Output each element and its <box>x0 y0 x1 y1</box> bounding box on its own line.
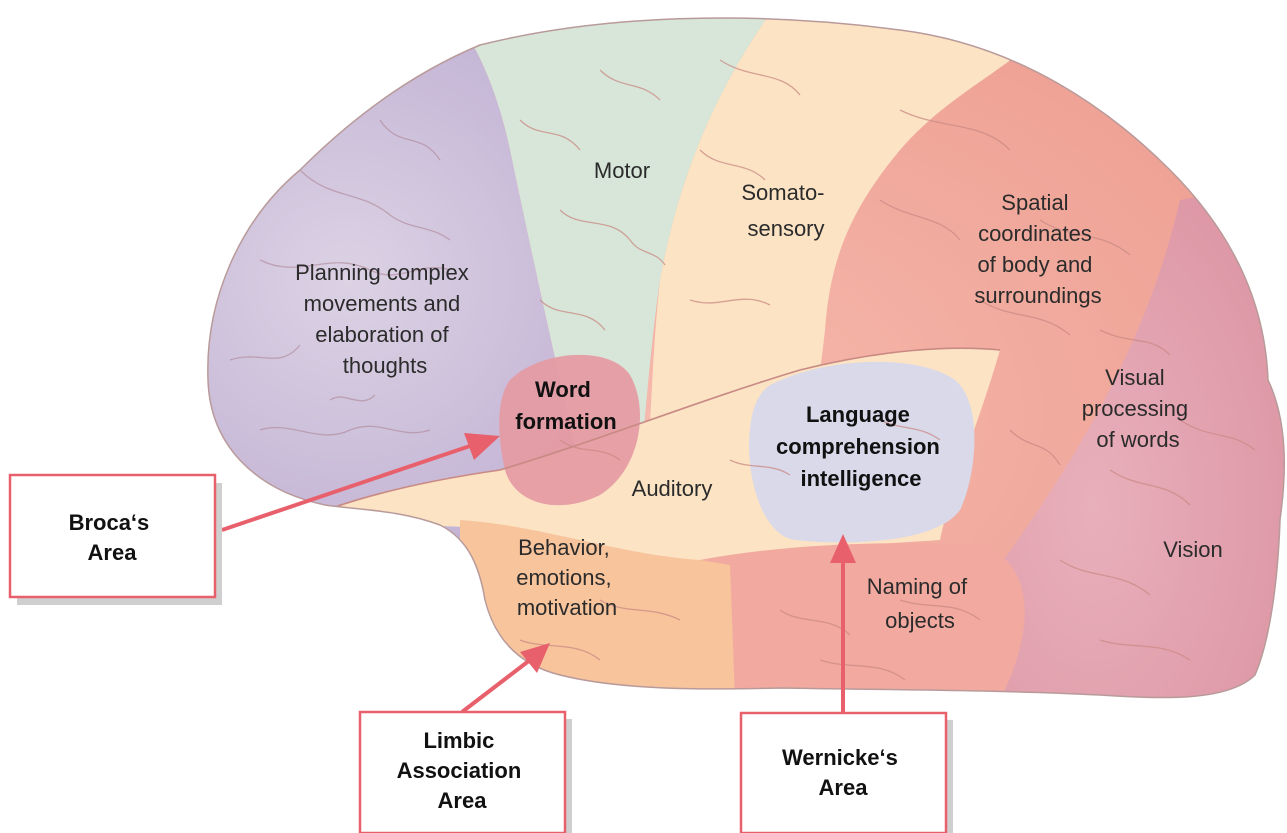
broca-callout: Broca‘s Area <box>8 473 222 605</box>
limbic-callout: Limbic Association Area <box>358 710 572 833</box>
wernicke-arrow-head <box>830 534 856 563</box>
label-behavior: Behavior, emotions, motivation <box>516 535 618 620</box>
label-language-comprehension: Language comprehension intelligence <box>776 402 946 491</box>
arrows <box>221 433 856 714</box>
label-motor: Motor <box>594 158 650 183</box>
frontal-region <box>207 17 580 560</box>
label-somatosensory: Somato- sensory <box>741 180 830 241</box>
broca-box <box>8 473 217 599</box>
wernicke-label: Wernicke‘s Area <box>782 745 904 800</box>
motor-region <box>440 17 780 470</box>
label-auditory: Auditory <box>632 476 713 501</box>
broca-arrow-head <box>464 433 500 460</box>
limbic-arrow-line <box>460 658 532 714</box>
brain-outline <box>207 17 1286 699</box>
limbic-label: Limbic Association Area <box>397 728 528 813</box>
broca-arrow-line <box>221 444 471 532</box>
label-planning: Planning complex movements and elaborati… <box>295 260 475 378</box>
broca-region <box>499 354 640 506</box>
label-vision: Vision <box>1163 537 1223 562</box>
inferior-temporal-region <box>700 543 1025 698</box>
label-word-formation: Word formation <box>515 377 616 434</box>
label-spatial: Spatial coordinates of body and surround… <box>974 190 1101 308</box>
gyri-folds <box>229 59 1256 681</box>
lateral-sulcus <box>299 347 1001 521</box>
limbic-arrow-head <box>520 643 550 673</box>
label-naming-objects: Naming of objects <box>867 574 973 633</box>
label-visual-processing: Visual processing of words <box>1082 365 1195 452</box>
wernicke-callout: Wernicke‘s Area <box>739 711 953 833</box>
broca-label: Broca‘s Area <box>69 510 156 565</box>
wernicke-box <box>739 711 948 833</box>
wernicke-region <box>749 361 975 543</box>
limbic-box <box>358 710 567 833</box>
